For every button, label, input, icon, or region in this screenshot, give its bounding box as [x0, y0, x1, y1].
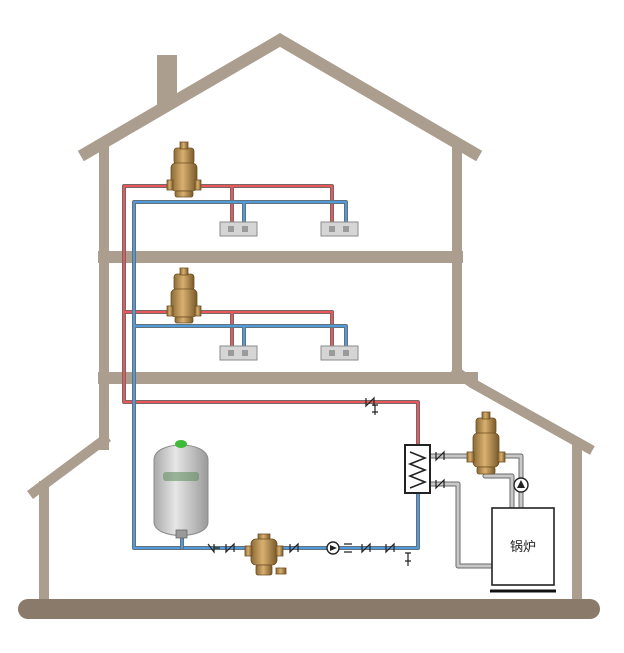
air-separator-icon	[466, 411, 506, 475]
check-valve-icon	[225, 542, 235, 554]
boiler-loop	[427, 453, 524, 569]
heat-exchanger-icon	[404, 444, 431, 494]
air-separator-icon	[166, 141, 202, 198]
radiator	[219, 221, 258, 237]
pump-icon	[513, 477, 529, 493]
heat-exchanger	[404, 444, 431, 494]
air-separator-icon	[244, 533, 287, 576]
radiator-icon	[320, 221, 359, 237]
check-valve-icon	[372, 404, 378, 415]
check-valve-icon	[207, 543, 220, 554]
expansion-tank-icon	[153, 440, 209, 539]
radiator-icon	[219, 345, 258, 361]
lower-right-roof	[450, 365, 595, 455]
boiler: 锅炉	[490, 507, 556, 593]
pump-boiler	[513, 477, 529, 493]
ground-slab	[18, 599, 600, 619]
dirt-separator	[244, 533, 287, 576]
radiator	[219, 345, 258, 361]
check-valve-icon	[385, 542, 395, 554]
radiator	[320, 221, 359, 237]
upper-roof	[77, 33, 483, 162]
pump-icon	[326, 541, 340, 555]
air-separator-boiler	[466, 411, 506, 475]
supply-pipe	[122, 184, 420, 447]
air-separator-upper	[166, 141, 202, 198]
boiler-label: 锅炉	[510, 539, 536, 555]
check-valve-icon	[361, 542, 371, 554]
air-separator-icon	[166, 267, 202, 324]
radiator-icon	[320, 345, 359, 361]
check-valve-icon	[365, 396, 375, 408]
air-separator-middle	[166, 267, 202, 324]
check-valves	[207, 396, 445, 566]
check-valve-icon	[405, 552, 411, 566]
pump-main	[326, 541, 340, 555]
return-pipe	[132, 200, 420, 550]
radiator-icon	[219, 221, 258, 237]
check-valve-icon	[344, 543, 352, 553]
house-structure	[27, 33, 595, 605]
check-valve-icon	[435, 478, 445, 490]
chimney	[157, 55, 177, 107]
boiler-icon	[491, 507, 555, 586]
radiator	[320, 345, 359, 361]
check-valve-icon	[435, 450, 445, 462]
pipe-network	[122, 184, 524, 569]
expansion-tank	[153, 440, 209, 539]
check-valve-icon	[289, 542, 299, 554]
